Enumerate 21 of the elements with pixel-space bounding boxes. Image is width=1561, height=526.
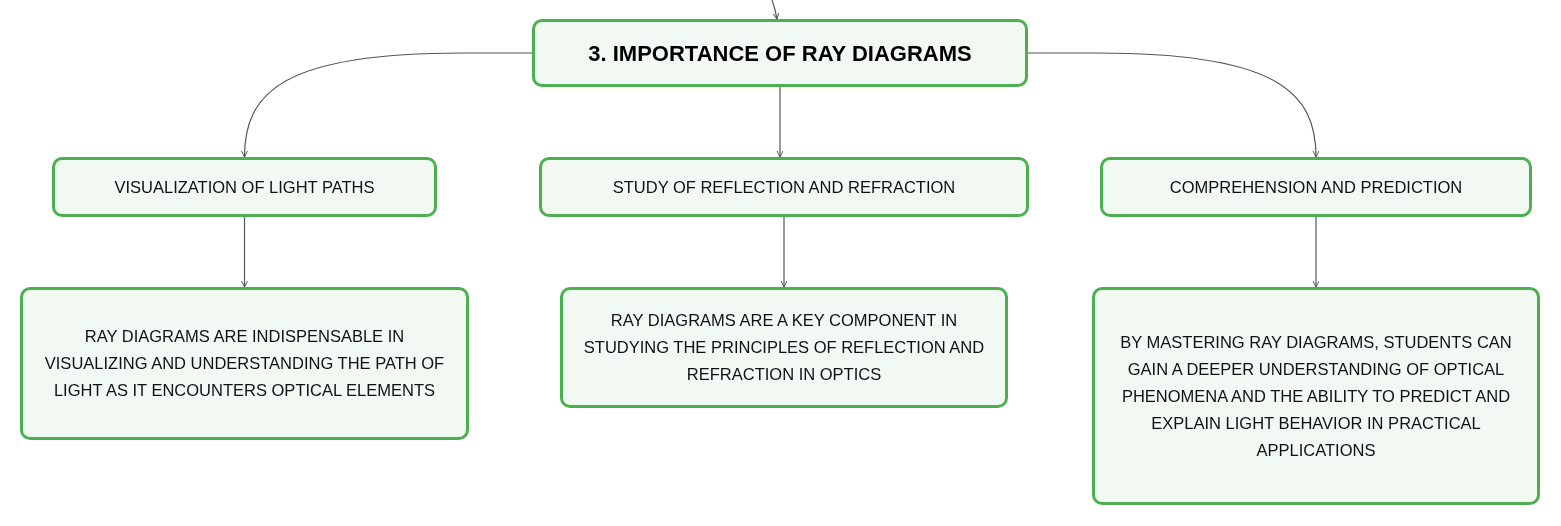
arrow: [241, 216, 248, 288]
topic-box: [20, 287, 469, 440]
arrow: [1027, 52, 1320, 158]
topic-box: [560, 287, 1008, 408]
arrow: [241, 52, 533, 158]
title-box: [532, 19, 1028, 87]
description-text: BY MASTERING RAY DIAGRAMS, STUDENTS CAN GAIN A DEEPER UNDERSTANDING OF OPTICAL PHENOMENA AND THE ABILITY TO PREDICT AND EXPLAIN LIGHT BEHAVIOR IN PRACTICAL APPLICATIONS: [1119, 331, 1513, 461]
topic-box: [52, 157, 437, 217]
heading-text: COMPREHENSION AND PREDICTION: [1169, 176, 1463, 198]
topic-box: [539, 157, 1029, 217]
heading-text: STUDY OF REFLECTION AND REFRACTION: [612, 176, 956, 198]
arrow: [780, 216, 788, 288]
title-text: 3. IMPORTANCE OF RAY DIAGRAMS: [588, 39, 972, 68]
topic-box: [1092, 287, 1540, 505]
arrow: [1312, 216, 1320, 288]
description-text: RAY DIAGRAMS ARE A KEY COMPONENT IN STUDYING THE PRINCIPLES OF REFLECTION AND REFRACTION IN OPTICS: [582, 310, 986, 385]
arrow: [776, 86, 784, 158]
topic-box: [1100, 157, 1532, 217]
arrow: [771, 0, 780, 20]
description-text: RAY DIAGRAMS ARE INDISPENSABLE IN VISUALIZING AND UNDERSTANDING THE PATH OF LIGHT AS IT ENCOUNTERS OPTICAL ELEMENTS: [43, 326, 446, 401]
heading-text: VISUALIZATION OF LIGHT PATHS: [114, 176, 375, 198]
